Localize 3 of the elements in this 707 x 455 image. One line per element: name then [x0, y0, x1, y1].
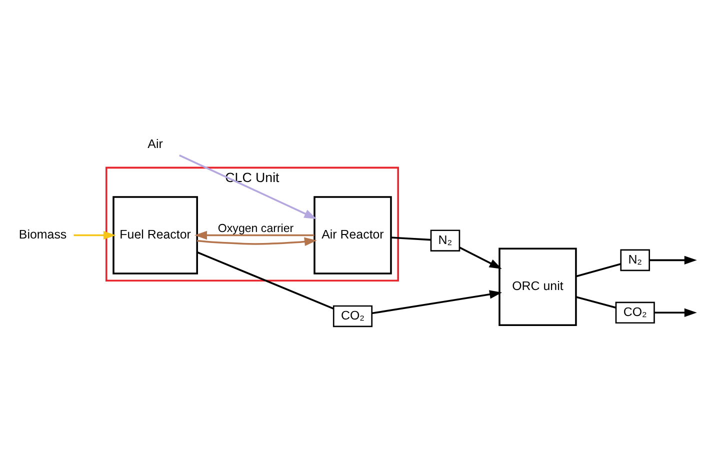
node-text: Air: [148, 136, 163, 151]
node-text: Biomass: [18, 228, 67, 242]
edge-label: Oxygen carrier: [218, 223, 294, 236]
